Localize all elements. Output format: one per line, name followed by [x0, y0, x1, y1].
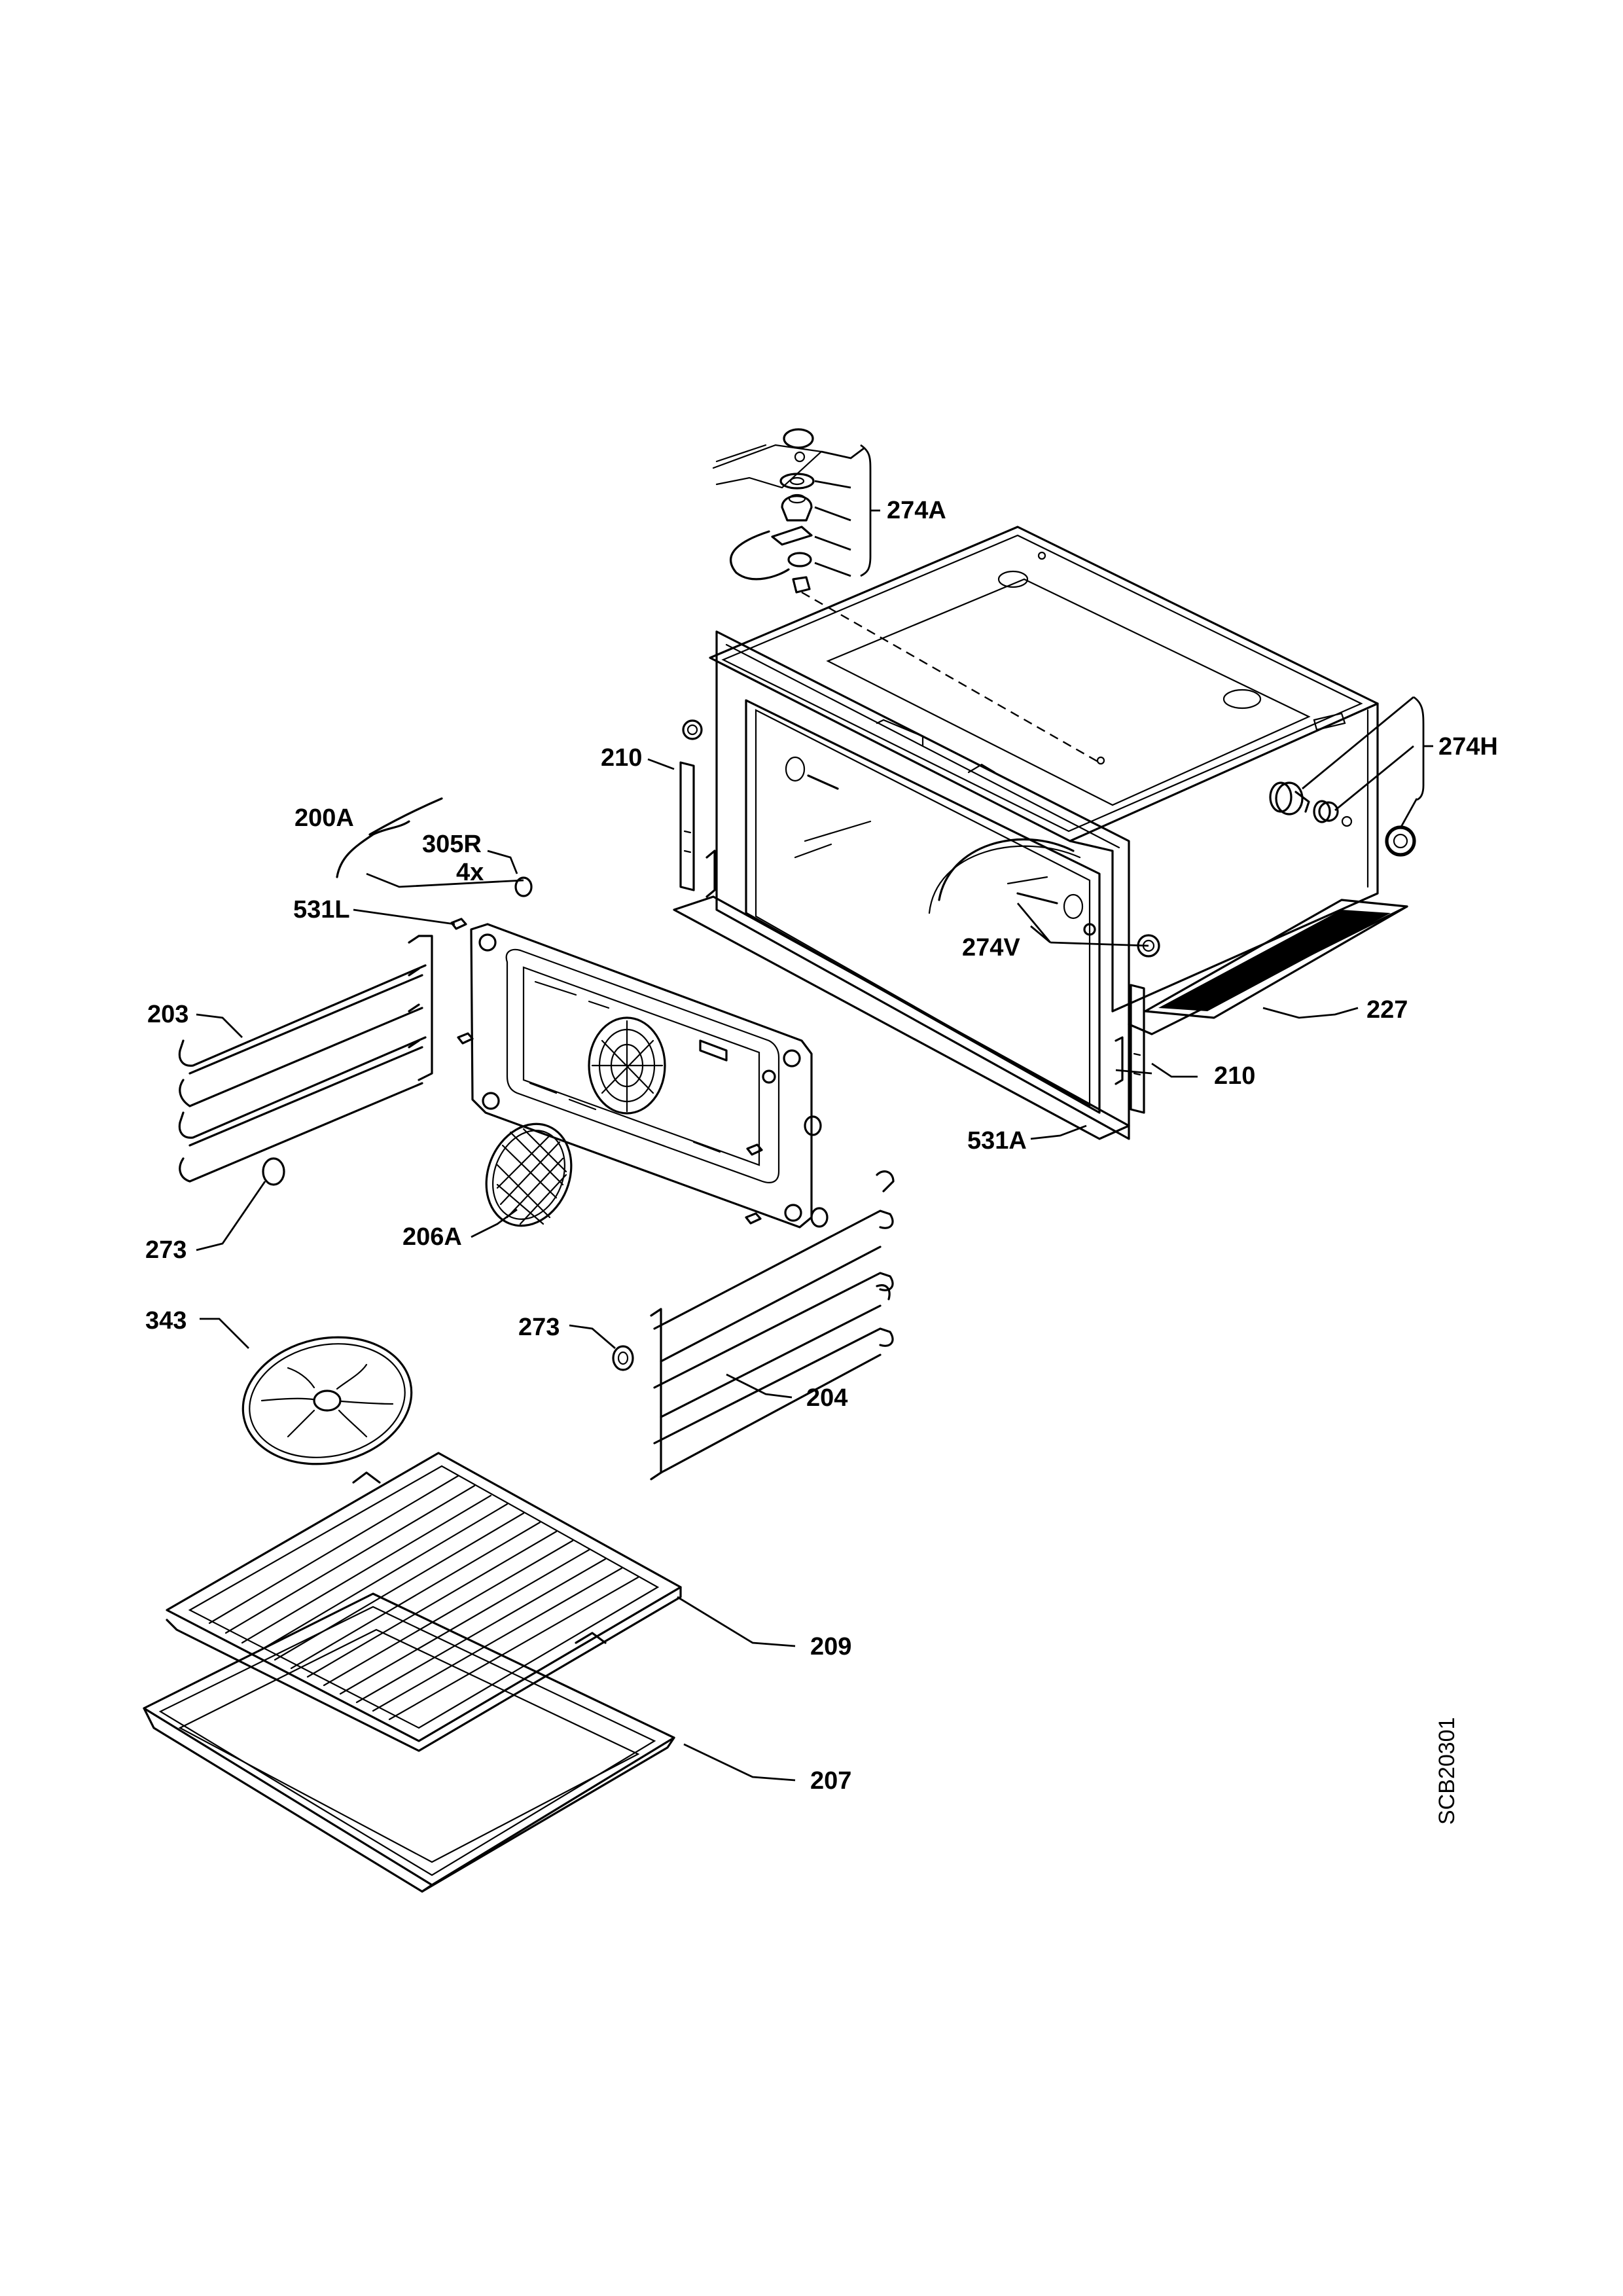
callout-227: 227	[1366, 996, 1408, 1024]
shelf-runner-203	[178, 935, 433, 1183]
callout-209: 209	[810, 1633, 851, 1660]
callout-274V: 274V	[962, 934, 1020, 961]
callout-531A: 531A	[967, 1127, 1027, 1155]
callout-200A: 200A	[294, 804, 354, 832]
callout-531L: 531L	[293, 896, 350, 924]
element-tray-227	[1128, 899, 1408, 1035]
bumper-273-mid	[612, 1345, 634, 1371]
callout-274H: 274H	[1438, 733, 1498, 761]
bumper-273-left	[262, 1157, 285, 1186]
callout-203: 203	[147, 1001, 188, 1028]
mount-assembly-274H	[1275, 781, 1416, 857]
screws	[450, 876, 829, 1228]
leader-lines	[196, 444, 1433, 1782]
callout-210-top: 210	[601, 744, 642, 772]
callout-274A: 274A	[887, 497, 946, 524]
grill-rack-209	[166, 1452, 682, 1752]
drawing-code: SCB20301	[1435, 1717, 1459, 1825]
round-tray-343	[241, 1336, 413, 1465]
filter-206A	[485, 1122, 573, 1227]
callout-204: 204	[806, 1384, 847, 1412]
callout-305R: 305R	[422, 831, 482, 858]
oven-cavity	[673, 526, 1415, 1140]
shelf-runner-204	[650, 1170, 895, 1480]
mount-assembly-274A	[712, 428, 1100, 764]
callout-207: 207	[810, 1767, 851, 1795]
side-rail-210-bottom	[1115, 984, 1145, 1114]
callout-4x: 4x	[456, 859, 484, 886]
callout-labels: 274A 274H 210 200A 305R 4x 531L 274V 227…	[145, 497, 1498, 1825]
baking-tray-207	[143, 1592, 675, 1893]
bracket-200A	[336, 797, 443, 878]
callout-343: 343	[145, 1307, 187, 1335]
callout-273-mid: 273	[518, 1314, 560, 1341]
callout-206A: 206A	[402, 1223, 462, 1251]
callout-273-left: 273	[145, 1236, 187, 1264]
side-rail-210-top	[679, 761, 716, 898]
callout-210-bottom: 210	[1214, 1062, 1255, 1090]
